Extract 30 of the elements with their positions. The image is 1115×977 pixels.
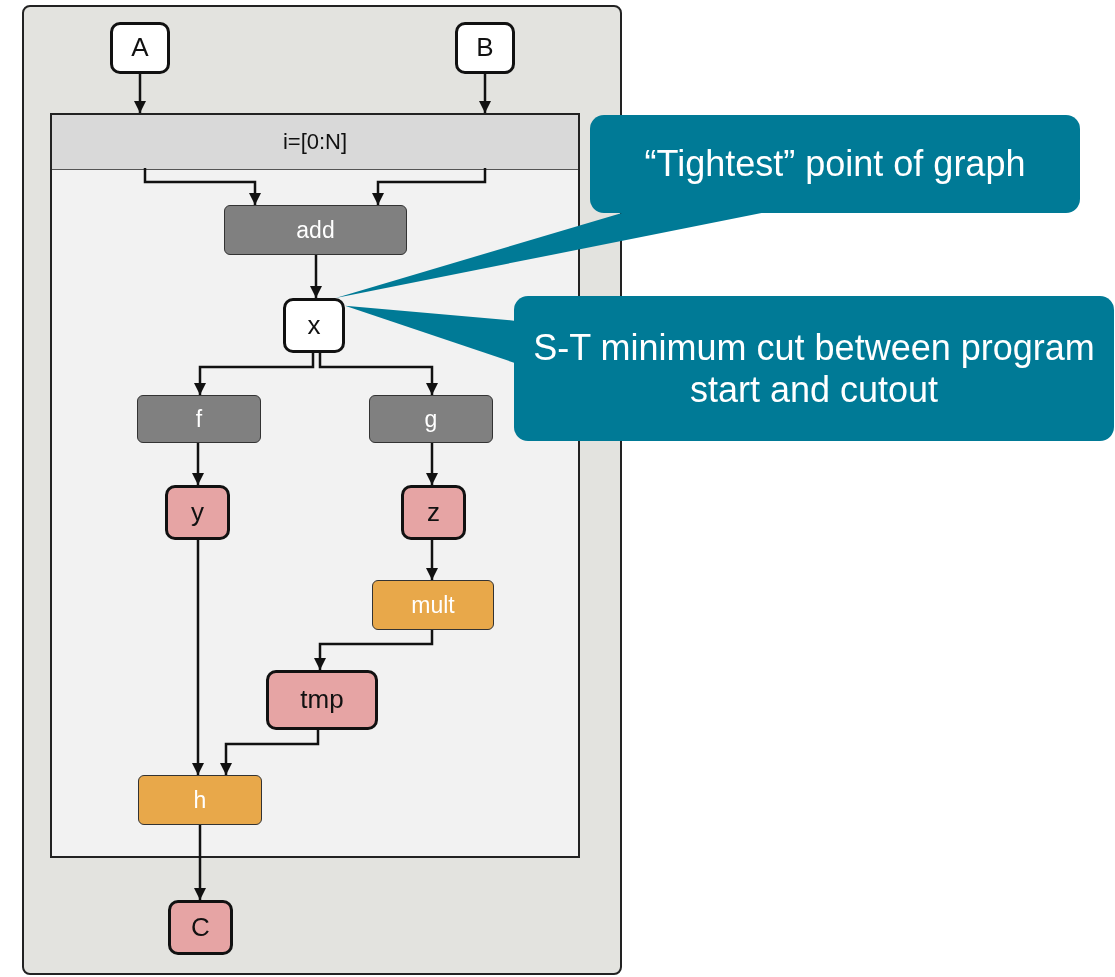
arrow [318,353,438,395]
arrow [194,825,206,900]
arrow [314,630,434,670]
arrow [192,540,204,775]
map-header: i=[0:N] [52,115,578,170]
data-node-box: x [283,298,345,353]
arrow [372,168,487,205]
data-node-box: tmp [266,670,378,730]
callout-box: “Tightest” point of graph [590,115,1080,213]
data-node-box: C [168,900,233,955]
arrow [220,730,320,775]
operation-box: f [137,395,261,443]
arrow [194,353,315,395]
callout-pointer [345,305,514,363]
callout-pointer [335,213,762,298]
data-node-box: z [401,485,466,540]
arrow [192,443,204,485]
operation-box: g [369,395,493,443]
arrow [426,540,438,580]
operation-box: add [224,205,407,255]
data-node-box: y [165,485,230,540]
arrow [426,443,438,485]
operation-box: h [138,775,262,825]
data-node-box: B [455,22,515,74]
arrow [310,255,322,298]
arrow [479,74,491,113]
data-node-box: A [110,22,170,74]
arrow [143,168,261,205]
arrow [134,74,146,113]
operation-box: mult [372,580,494,630]
